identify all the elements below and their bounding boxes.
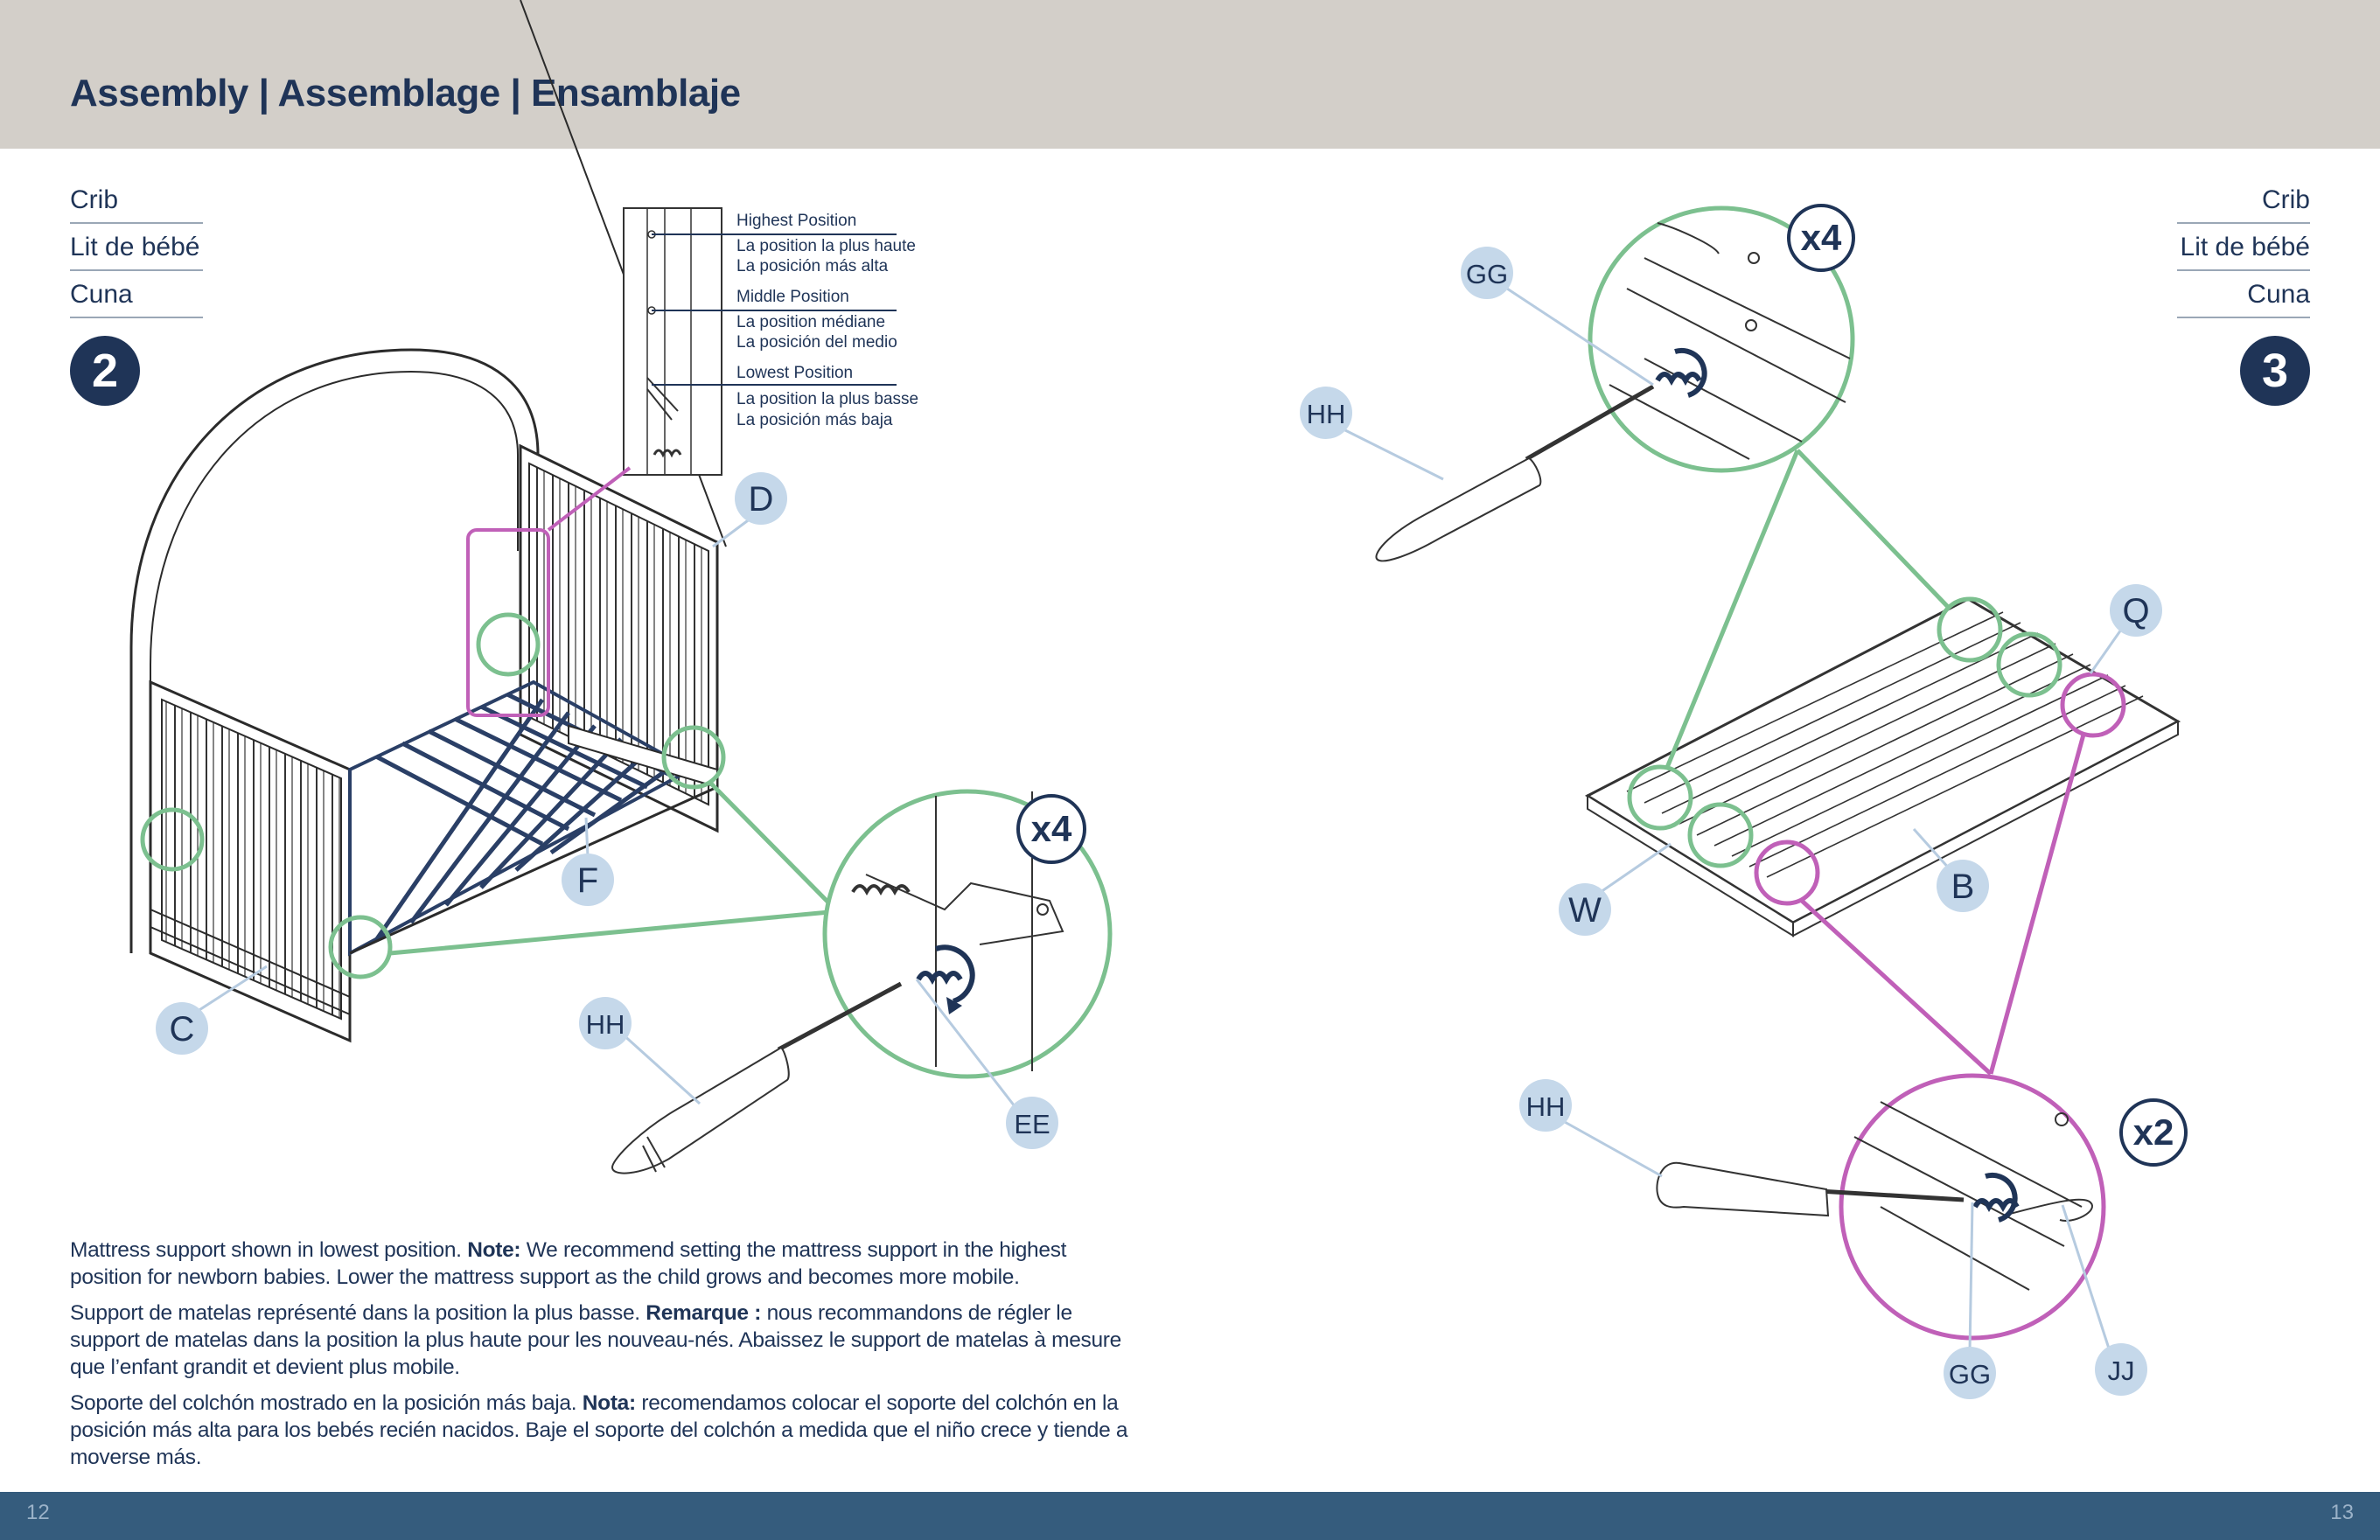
label-cuna: Cuna	[2177, 271, 2310, 318]
note-en: Mattress support shown in lowest positio…	[70, 1238, 1067, 1289]
label-cuna: Cuna	[70, 271, 203, 318]
page-number-left: 12	[26, 1501, 50, 1524]
position-middle-fr: La position médiane	[736, 313, 885, 331]
highlight-frame-magenta	[466, 528, 550, 717]
part-label-b: B	[1912, 828, 1989, 912]
product-labels-left: Crib Lit de bébé Cuna	[70, 177, 203, 318]
screwdriver-bottom	[1656, 1161, 1965, 1217]
svg-text:GG: GG	[1949, 1359, 1991, 1390]
position-middle-title: Middle Position	[736, 288, 849, 306]
part-label-w: W	[1559, 842, 1672, 936]
position-highest-fr: La position la plus haute	[736, 237, 916, 255]
multiplier-badge-left	[1016, 794, 1086, 864]
svg-text:HH: HH	[586, 1009, 625, 1040]
step-number-3: 3	[2240, 336, 2310, 406]
label-crib: Crib	[70, 177, 203, 224]
svg-text:B: B	[1951, 868, 1975, 906]
svg-text:GG: GG	[1466, 259, 1508, 289]
height-position-inset	[623, 207, 897, 476]
label-crib: Crib	[2177, 177, 2310, 224]
multiplier-badge-top	[1787, 204, 1855, 272]
part-label-jj: JJ	[2061, 1204, 2147, 1396]
position-middle-es: La posición del medio	[736, 333, 897, 352]
part-label-q: Q	[2089, 584, 2162, 674]
part-label-ee: EE	[915, 979, 1058, 1149]
svg-text:D: D	[749, 480, 774, 519]
multiplier-badge-bottom	[2119, 1098, 2188, 1167]
part-label-c: C	[156, 965, 268, 1055]
part-label-hh-left: HH	[579, 997, 701, 1105]
green-detail-circles-right	[1588, 206, 2062, 868]
part-label-f: F	[562, 817, 614, 906]
svg-text:HH: HH	[1307, 399, 1346, 429]
position-lowest-es: La posición más baja	[736, 411, 893, 429]
position-lowest-fr: La position la plus basse	[736, 390, 918, 408]
part-label-hh-bottom: HH	[1519, 1079, 1663, 1178]
multiplier-x4-right: x4	[1801, 217, 1842, 258]
step-number-2: 2	[70, 336, 140, 406]
page-title: Assembly | Assemblage | Ensamblaje	[70, 72, 741, 115]
green-detail-circles	[140, 612, 1113, 1079]
label-lit-de-bebe: Lit de bébé	[2177, 224, 2310, 271]
label-lit-de-bebe: Lit de bébé	[70, 224, 203, 271]
position-lowest-title: Lowest Position	[736, 364, 853, 382]
page-number-right: 13	[2330, 1501, 2354, 1524]
screwdriver-top	[1375, 384, 1655, 562]
multiplier-x2: x2	[2133, 1111, 2174, 1153]
svg-text:Q: Q	[2122, 592, 2149, 631]
zoom-detail-bottom	[1853, 1101, 2093, 1291]
svg-text:F: F	[577, 861, 598, 900]
svg-text:W: W	[1568, 891, 1602, 930]
svg-text:C: C	[170, 1010, 195, 1049]
svg-text:JJ: JJ	[2108, 1355, 2135, 1386]
product-labels-right: Crib Lit de bébé Cuna	[2177, 177, 2310, 318]
position-highest-title: Highest Position	[736, 212, 856, 230]
header-band	[0, 0, 2380, 149]
zoom-detail-top	[1609, 222, 1851, 460]
svg-text:EE: EE	[1014, 1109, 1050, 1139]
part-label-hh-top: HH	[1300, 387, 1444, 481]
crib-illustration	[129, 0, 727, 1043]
screwdriver-left	[611, 981, 903, 1174]
multiplier-x4-left: x4	[1031, 808, 1072, 849]
note-fr: Support de matelas représenté dans la po…	[70, 1301, 1121, 1379]
part-label-gg-top: GG	[1461, 247, 1654, 387]
part-label-d: D	[712, 472, 787, 548]
svg-text:HH: HH	[1526, 1091, 1566, 1122]
note-es: Soporte del colchón mostrado en la posic…	[70, 1391, 1128, 1469]
mattress-support-illustration	[1584, 597, 2181, 937]
part-label-gg-bottom: GG	[1944, 1202, 1996, 1399]
position-highest-es: La posición más alta	[736, 257, 889, 275]
mattress-notes: Mattress support shown in lowest positio…	[70, 1237, 1137, 1480]
footer-band	[0, 1492, 2380, 1540]
